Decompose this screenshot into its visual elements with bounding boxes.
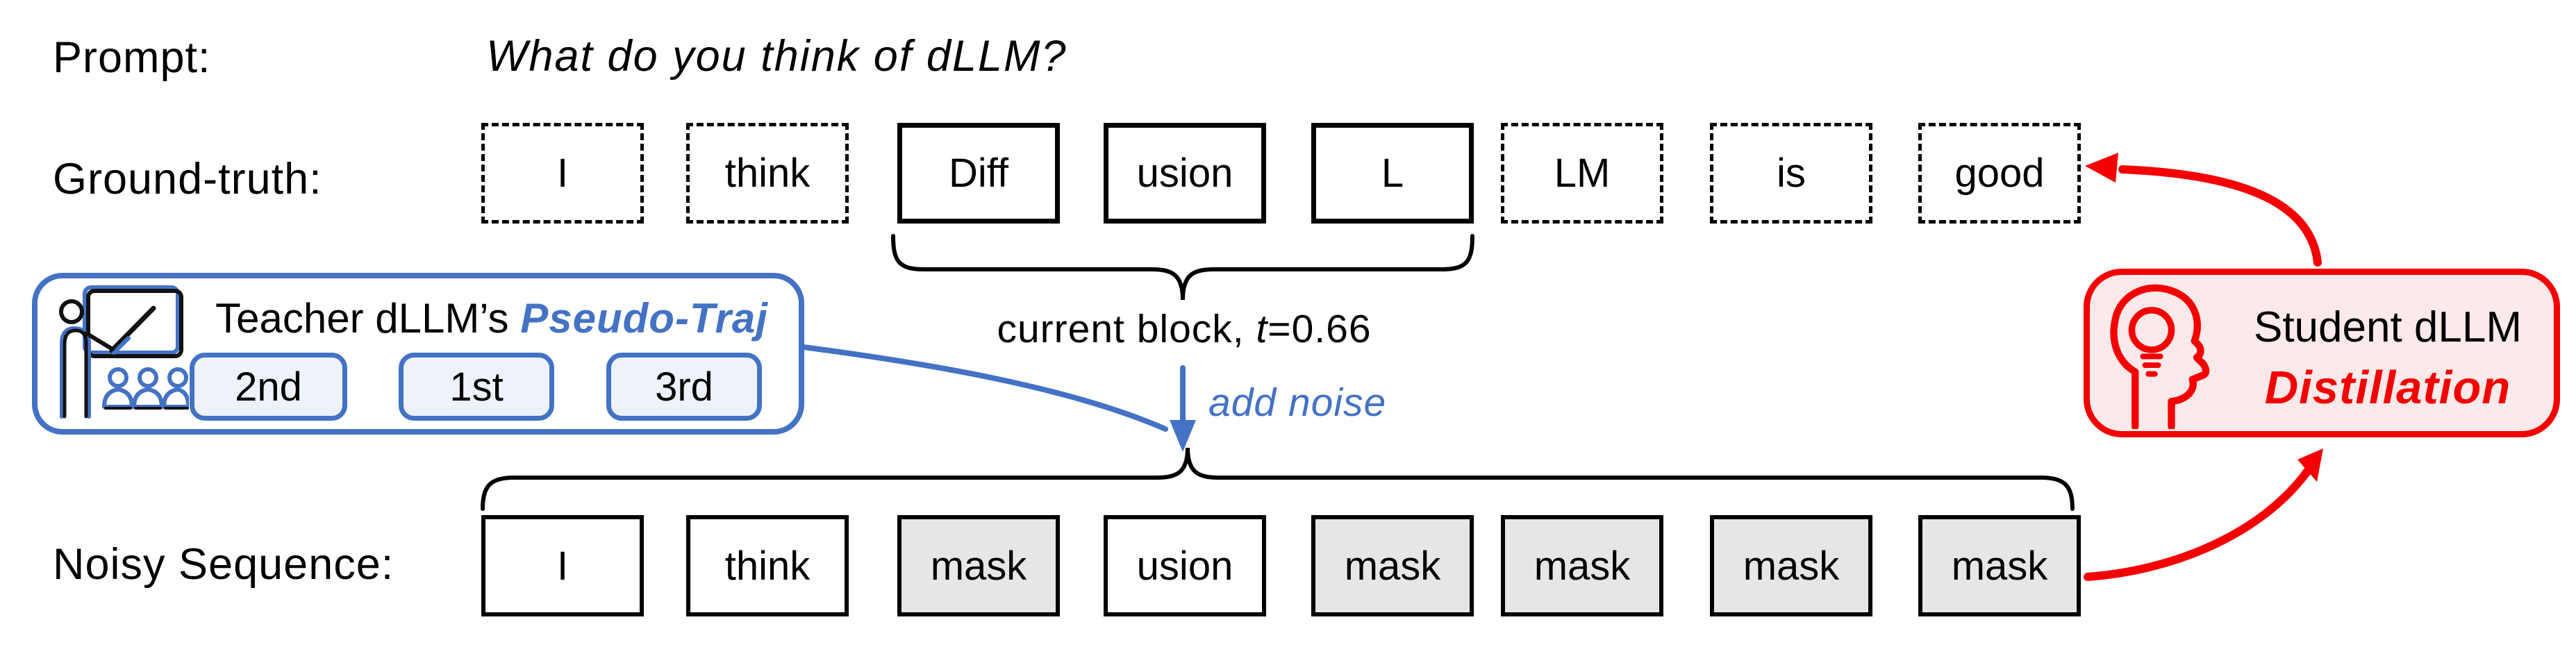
noisy-token-mask: mask — [1710, 515, 1872, 616]
trajectory-step-3rd: 3rd — [606, 353, 762, 421]
mask-to-student-arrow — [2084, 464, 2313, 581]
mask-to-student-arrowhead — [2297, 448, 2323, 482]
noisy-token-mask: mask — [1918, 515, 2081, 616]
gt-token-l: L — [1311, 123, 1474, 224]
noisy-token-i: I — [481, 515, 644, 616]
student-to-good-arrow — [2118, 165, 2322, 267]
noisy-sequence-brace — [481, 447, 2075, 511]
gt-token-i: I — [481, 123, 644, 224]
noisy-token-think: think — [686, 515, 849, 616]
student-box-title: Student dLLM — [2253, 303, 2523, 351]
trajectory-step-1st: 1st — [399, 353, 554, 421]
trajectory-step-2nd: 2nd — [190, 353, 347, 421]
prompt-label: Prompt: — [53, 33, 211, 82]
teacher-title-text: Teacher dLLM’s — [215, 295, 521, 342]
gt-token-is: is — [1710, 123, 1872, 224]
noisy-token-mask: mask — [897, 515, 1060, 616]
prompt-text: What do you think of dLLM? — [486, 32, 1067, 81]
teacher-to-noise-curve — [801, 344, 1168, 432]
gt-token-diff: Diff — [897, 123, 1060, 224]
add-noise-label: add noise — [1208, 380, 1387, 425]
current-block-caption: current block, t=0.66 — [962, 306, 1406, 352]
current-block-brace — [891, 234, 1474, 301]
pseudo-traj-label: Pseudo-Traj — [520, 295, 768, 342]
gt-token-good: good — [1918, 123, 2081, 224]
teacher-box-title: Teacher dLLM’s Pseudo-Traj — [182, 294, 801, 342]
timestep-variable: t — [1256, 307, 1268, 351]
ground-truth-label: Ground-truth: — [53, 155, 322, 203]
noisy-token-mask: mask — [1311, 515, 1474, 616]
noisy-sequence-label: Noisy Sequence: — [53, 540, 394, 589]
gt-token-think: think — [686, 123, 849, 224]
gt-token-usion: usion — [1104, 123, 1266, 224]
noisy-token-mask: mask — [1501, 515, 1663, 616]
distillation-label: Distillation — [2264, 362, 2511, 414]
student-to-good-arrowhead — [2085, 153, 2118, 183]
timestep-value: =0.66 — [1268, 307, 1372, 351]
current-block-caption-prefix: current block, — [997, 307, 1256, 351]
add-noise-arrowhead — [1170, 420, 1196, 452]
teacher-presenting-icon — [59, 285, 189, 419]
student-dllm-box — [2084, 269, 2560, 437]
gt-token-lm: LM — [1501, 123, 1663, 224]
noisy-token-usion: usion — [1104, 515, 1266, 616]
head-lightbulb-icon — [2110, 284, 2210, 429]
